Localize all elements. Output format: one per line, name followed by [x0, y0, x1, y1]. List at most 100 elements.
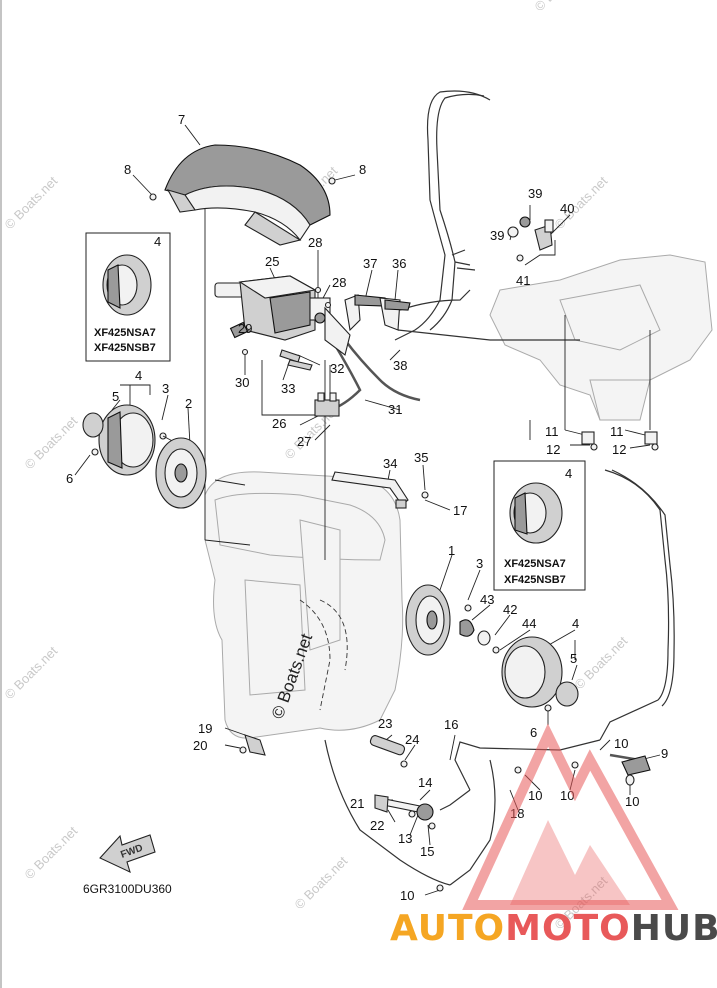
callout-22: 22: [370, 818, 384, 833]
callout-12: 12: [546, 442, 560, 457]
callout-10: 10: [614, 736, 628, 751]
brand-part-2: MOTO: [505, 908, 631, 949]
callout-12: 12: [612, 442, 626, 457]
part-42-43-44-sensors: [459, 619, 500, 654]
callout-35: 35: [414, 450, 428, 465]
watermark-text: © Boats.net: [572, 633, 631, 692]
callout-8: 8: [124, 162, 131, 177]
callout-17: 17: [453, 503, 467, 518]
callout-4: 4: [572, 616, 579, 631]
part-7-cover: [149, 144, 336, 246]
callout-16: 16: [444, 717, 458, 732]
callout-29: 29: [238, 321, 252, 336]
callout-1: 1: [448, 543, 455, 558]
watermark-text: © Boats.net: [292, 853, 351, 912]
watermark-text: © Boats.net: [22, 823, 81, 882]
callout-37: 37: [363, 256, 377, 271]
engine-block-outline: [204, 471, 404, 739]
variant-label: XF425NSA7: [94, 327, 156, 339]
callout-23: 23: [378, 716, 392, 731]
variant-box-right: 4 XF425NSA7 XF425NSB7: [493, 460, 586, 591]
watermark-text: © Boats.net: [532, 0, 591, 14]
wire-harness: [324, 90, 675, 886]
watermark-text: © Boats.net: [2, 173, 61, 232]
callout-10: 10: [625, 794, 639, 809]
part-34-35-17-bracket: [331, 471, 429, 509]
callout-4: 4: [135, 368, 142, 383]
brand-part-3: HUB: [631, 908, 717, 949]
callout-10: 10: [400, 888, 414, 903]
callout-31: 31: [388, 402, 402, 417]
callout-28: 28: [332, 275, 346, 290]
callout-28: 28: [308, 235, 322, 250]
watermark-text: © Boats.net: [2, 643, 61, 702]
callout-41: 41: [516, 273, 530, 288]
part-39-40-41-fasteners: [507, 216, 554, 262]
brand-wordmark: AUTOMOTOHUB: [390, 908, 717, 949]
part-9-10-hose: [436, 755, 651, 892]
part-32-33-plates: [279, 349, 313, 371]
brand-part-1: AUTO: [390, 908, 505, 949]
callout-10: 10: [528, 788, 542, 803]
variant-label: XF425NSB7: [94, 342, 156, 354]
callout-6: 6: [66, 471, 73, 486]
part-19-20-connector: [239, 734, 266, 756]
callout-36: 36: [392, 256, 406, 271]
part-25-motor: [214, 275, 351, 356]
callout-19: 19: [198, 721, 212, 736]
callout-2: 2: [185, 396, 192, 411]
callout-5: 5: [112, 389, 119, 404]
logo-mountain-inner-icon: [510, 820, 630, 905]
callout-label: 4: [565, 466, 572, 481]
callout-13: 13: [398, 831, 412, 846]
diagram-code: 6GR3100DU360: [83, 882, 172, 896]
callout-15: 15: [420, 844, 434, 859]
fwd-arrow-icon: FWD: [99, 834, 156, 874]
callout-33: 33: [281, 381, 295, 396]
callout-11: 11: [610, 424, 624, 439]
part-4-flywheel-cover-left: [82, 404, 181, 476]
callout-label: 4: [154, 234, 161, 249]
callout-30: 30: [235, 375, 249, 390]
callout-42: 42: [503, 602, 517, 617]
logo-mountain-icon: [462, 723, 679, 910]
part-26-27-terminal: [314, 392, 340, 417]
callout-7: 7: [178, 112, 185, 127]
variant-label: XF425NSB7: [504, 574, 566, 586]
callout-5: 5: [570, 651, 577, 666]
variant-box-left: 4 XF425NSA7 XF425NSB7: [85, 232, 171, 362]
callout-9: 9: [661, 746, 668, 761]
part-11-12-clips: [581, 431, 659, 451]
callout-20: 20: [193, 738, 207, 753]
callout-27: 27: [297, 434, 311, 449]
callout-6: 6: [530, 725, 537, 740]
callout-39: 39: [490, 228, 504, 243]
callout-40: 40: [560, 201, 574, 216]
callout-8: 8: [359, 162, 366, 177]
watermark-text: © Boats.net: [22, 413, 81, 472]
callout-38: 38: [393, 358, 407, 373]
callout-44: 44: [522, 616, 536, 631]
callout-24: 24: [405, 732, 419, 747]
callout-3: 3: [476, 556, 483, 571]
part-1-flywheel-right: [405, 584, 472, 656]
variant-label: XF425NSA7: [504, 558, 566, 570]
callout-3: 3: [162, 381, 169, 396]
part-2-stator-left: [155, 437, 207, 509]
part-13-14-15-21-22-sensor-bracket: [374, 794, 436, 830]
callout-numbers: 7 8 8 25 28 28 37 36 29 30 33 32 38 39 4…: [66, 112, 668, 903]
brand-logo: AUTOMOTOHUB: [390, 723, 717, 949]
mount-bracket-outline: [489, 254, 713, 421]
callout-43: 43: [480, 592, 494, 607]
callout-14: 14: [418, 775, 432, 790]
part-36-37-brackets: [344, 294, 411, 332]
callout-21: 21: [350, 796, 364, 811]
part-4-flywheel-cover-right: [501, 636, 579, 712]
callout-25: 25: [265, 254, 279, 269]
callout-34: 34: [383, 456, 397, 471]
part-23-24-sleeve: [369, 735, 408, 768]
callout-39: 39: [528, 186, 542, 201]
callout-11: 11: [545, 424, 559, 439]
callout-32: 32: [330, 361, 344, 376]
